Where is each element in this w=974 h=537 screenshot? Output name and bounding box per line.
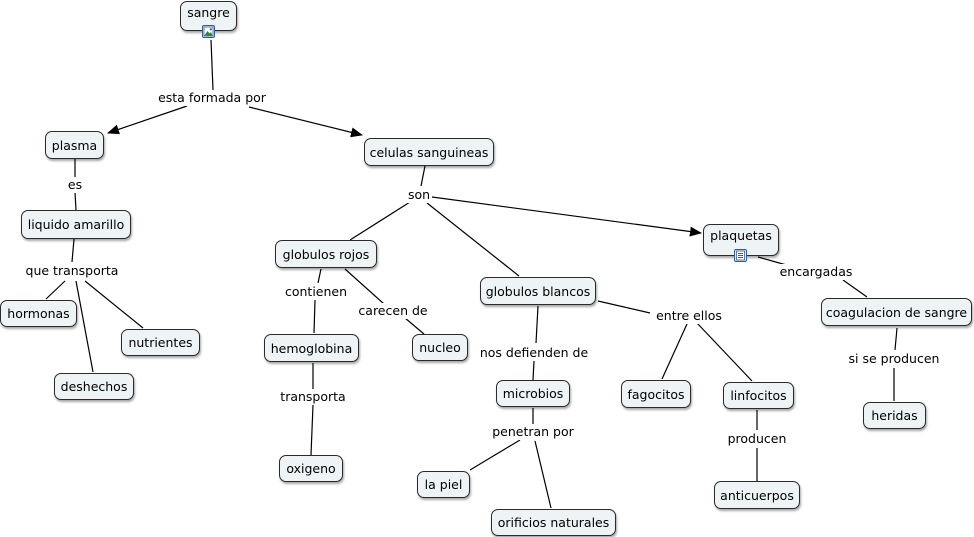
concept-label: hemoglobina: [270, 340, 353, 356]
line-rojos-contienen: [317, 268, 322, 284]
concept-microbios[interactable]: microbios: [496, 380, 570, 407]
link-phrase-son[interactable]: son: [405, 187, 433, 203]
line-son-rojos: [349, 201, 411, 241]
concept-plaquetas[interactable]: plaquetas: [703, 224, 779, 256]
concept-label: globulos blancos: [485, 283, 591, 299]
link-phrase-esta-formada-por[interactable]: esta formada por: [156, 90, 268, 106]
line-celulas-son: [420, 165, 426, 187]
concept-label: plaquetas: [710, 228, 772, 243]
line-carecen-nucleo: [404, 317, 425, 335]
concept-label: la piel: [424, 477, 463, 492]
line-entre-fagocitos: [661, 323, 688, 380]
line-son-blancos: [426, 202, 520, 277]
link-phrase-nos-defienden-de[interactable]: nos defienden de: [477, 345, 591, 361]
concept-label: orificios naturales: [497, 515, 610, 530]
link-phrase-producen[interactable]: producen: [725, 431, 789, 447]
line-liquido-transporta: [71, 238, 75, 263]
line-penetran-orificios: [534, 440, 552, 509]
concept-orificios-naturales[interactable]: orificios naturales: [491, 509, 616, 536]
concept-label: anticuerpos: [720, 487, 794, 503]
concept-label: heridas: [871, 408, 918, 423]
line-sangre-formada: [210, 39, 214, 91]
link-phrase-transporta[interactable]: transporta: [278, 389, 348, 405]
line-encargadas-coagulacion: [842, 279, 868, 298]
concept-linfocitos[interactable]: linfocitos: [723, 382, 794, 409]
concept-label: linfocitos: [730, 388, 787, 403]
line-penetran-piel: [469, 439, 521, 471]
document-resource-icon[interactable]: [734, 249, 747, 262]
concept-label: globulos rojos: [282, 246, 370, 262]
link-phrase-encargadas[interactable]: encargadas: [777, 264, 855, 280]
concept-liquido-amarillo[interactable]: liquido amarillo: [21, 210, 131, 239]
concept-anticuerpos[interactable]: anticuerpos: [714, 481, 800, 509]
concept-label: microbios: [502, 386, 564, 401]
line-contienen-hemoglobina: [313, 299, 316, 334]
image-resource-icon[interactable]: [202, 25, 215, 38]
line-rojos-carecen: [344, 268, 385, 305]
concept-plasma[interactable]: plasma: [45, 131, 104, 159]
arrow-formada-celulas: [248, 106, 363, 138]
line-es-liquido: [74, 191, 77, 211]
link-phrase-es[interactable]: es: [65, 177, 85, 193]
concept-label: nutrientes: [128, 335, 193, 350]
concept-celulas-sanguineas[interactable]: celulas sanguineas: [364, 138, 494, 166]
line-entre-linfocitos: [696, 322, 753, 382]
link-phrase-que-transporta[interactable]: que transporta: [23, 263, 121, 279]
concept-label: coagulacion de sangre: [825, 304, 968, 320]
concept-heridas[interactable]: heridas: [863, 402, 926, 429]
concept-label: oxigeno: [286, 461, 336, 476]
concept-hemoglobina[interactable]: hemoglobina: [264, 334, 359, 362]
line-transporta-deshechos: [75, 280, 94, 373]
concept-label: fagocitos: [627, 386, 685, 402]
concept-fagocitos[interactable]: fagocitos: [621, 380, 691, 408]
concept-label: plasma: [51, 137, 98, 153]
arrow-formada-plasma: [107, 105, 188, 135]
concept-label: liquido amarillo: [27, 217, 125, 232]
line-defienden-microbios: [532, 360, 535, 381]
concept-nucleo[interactable]: nucleo: [412, 334, 468, 361]
concept-globulos-rojos[interactable]: globulos rojos: [275, 240, 377, 268]
concept-coagulacion-de-sangre[interactable]: coagulacion de sangre: [821, 298, 972, 326]
line-transporta-hormonas: [45, 280, 66, 300]
arrow-son-plaquetas: [431, 196, 702, 237]
line-blancos-entre: [597, 300, 651, 314]
concept-label: deshechos: [60, 379, 128, 394]
concept-deshechos[interactable]: deshechos: [54, 373, 134, 400]
concept-globulos-blancos[interactable]: globulos blancos: [480, 277, 596, 305]
line-blancos-defienden: [535, 305, 539, 344]
link-phrase-entre-ellos[interactable]: entre ellos: [654, 308, 724, 324]
concept-nutrientes[interactable]: nutrientes: [121, 329, 200, 356]
concept-label: nucleo: [419, 340, 461, 355]
line-transporta-nutrientes: [84, 280, 144, 329]
line-coagulacion-producen: [894, 327, 898, 351]
concept-label: hormonas: [7, 306, 70, 321]
concept-oxigeno[interactable]: oxigeno: [279, 455, 343, 482]
concept-la-piel[interactable]: la piel: [417, 471, 470, 498]
line-transporta-oxigeno: [310, 404, 314, 456]
concept-label: sangre: [187, 5, 230, 20]
link-phrase-carecen-de[interactable]: carecen de: [356, 303, 430, 319]
concept-hormonas[interactable]: hormonas: [0, 300, 77, 327]
link-phrase-penetran-por[interactable]: penetran por: [490, 424, 576, 440]
concept-label: celulas sanguineas: [369, 144, 489, 160]
link-phrase-si-se-producen[interactable]: si se producen: [846, 351, 942, 367]
link-phrase-contienen[interactable]: contienen: [282, 284, 350, 300]
